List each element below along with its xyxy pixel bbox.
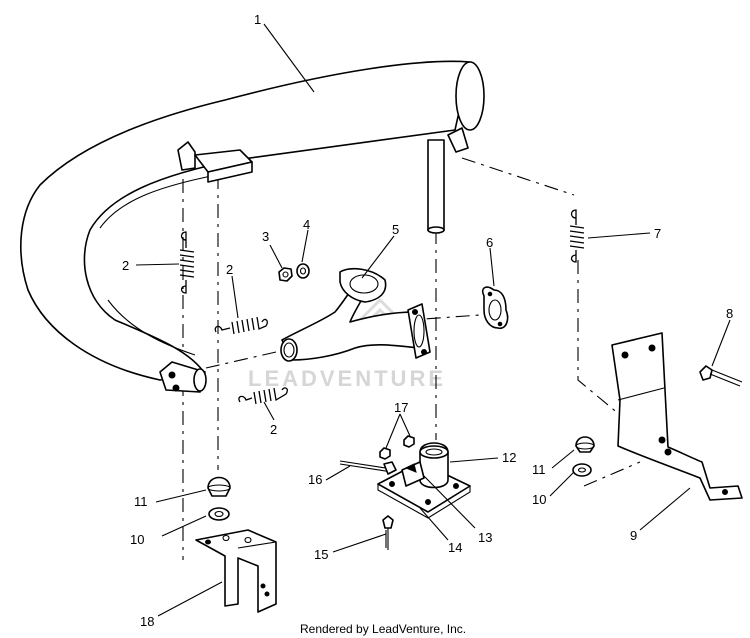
leader-lines [135,23,731,617]
callout-4: 4 [303,217,310,232]
callout-5: 5 [392,222,399,237]
spring-part-right [569,209,585,263]
callout-labels: 1 2 2 2 3 4 5 6 7 8 9 10 10 11 11 12 13 … [122,12,733,629]
callout-10: 10 [532,492,546,507]
callout-14: 14 [448,540,462,555]
callout-11: 11 [532,462,546,477]
muffler-part [20,60,485,393]
watermark-text: LEADVENTURE [248,366,446,391]
callout-3: 3 [262,229,269,244]
spring-part-lower [238,387,288,405]
callout-7: 7 [654,226,661,241]
callout-8: 8 [726,306,733,321]
nut-pair-part [379,435,415,460]
callout-10: 10 [130,532,144,547]
washer-part-right [572,463,592,477]
callout-17: 17 [394,400,408,415]
callout-1: 1 [254,12,261,27]
watermark: LEADVENTURE [248,297,446,391]
callout-9: 9 [630,528,637,543]
spring-part-upper-left [179,231,195,294]
washer-part [296,263,310,279]
grommet-part-left [207,476,231,497]
footer-credit: Rendered by LeadVenture, Inc. [300,622,466,636]
callout-16: 16 [308,472,322,487]
callout-2: 2 [270,422,277,437]
washer-part-left [208,507,230,521]
y-pipe-part [280,267,431,362]
spring-part-middle [214,316,268,335]
callout-2: 2 [122,258,129,273]
callout-15: 15 [314,547,328,562]
grommet-part-right [575,436,595,453]
nut-part [278,267,293,282]
clamp-part [401,461,425,487]
callout-2: 2 [226,262,233,277]
outlet-coupler-part [419,442,449,489]
callout-18: 18 [140,614,154,629]
callout-12: 12 [502,450,516,465]
rear-bracket-part [611,332,743,501]
front-bracket-part [195,529,277,613]
screw-part [382,515,394,550]
callout-11: 11 [134,494,148,509]
callout-13: 13 [478,530,492,545]
bolt-part [699,365,743,387]
stud-part [339,460,397,475]
gasket-part [481,286,509,330]
callout-6: 6 [486,235,493,250]
